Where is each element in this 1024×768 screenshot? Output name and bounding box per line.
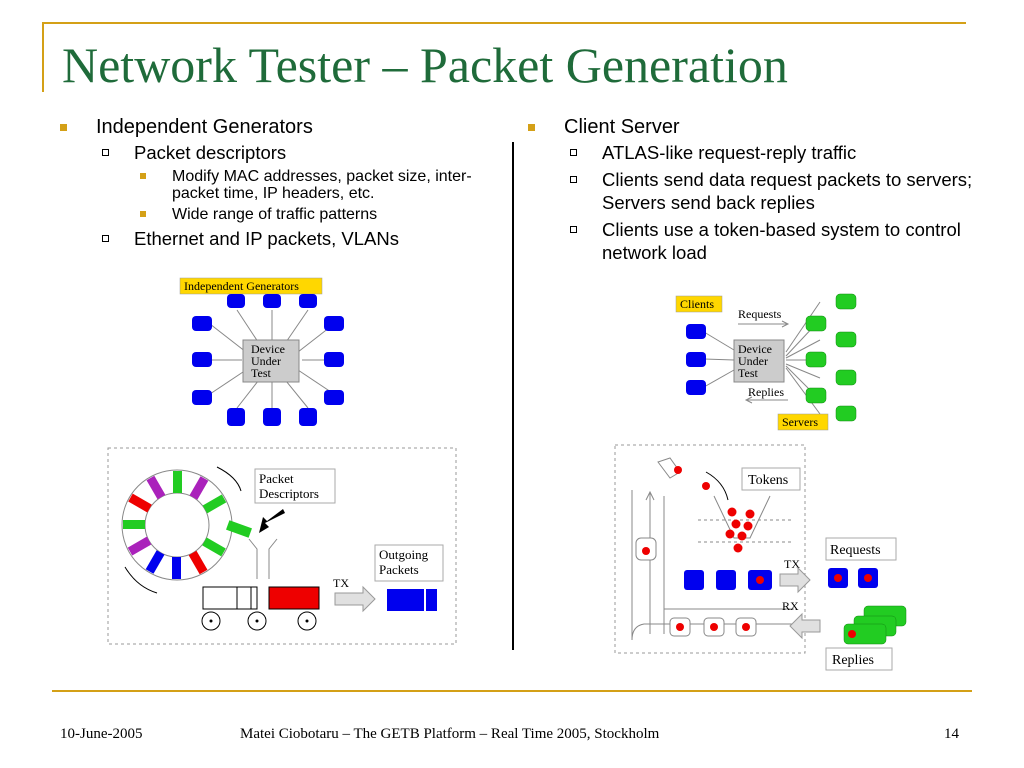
requests-label: Requests (738, 307, 782, 321)
footer-date: 10-June-2005 (60, 726, 143, 742)
tokens-label: Tokens (748, 473, 788, 488)
bullet-text: ATLAS-like request-reply traffic (602, 142, 857, 163)
bullet-square-icon (140, 173, 146, 179)
bullet-square-icon (528, 124, 535, 131)
generator-nodes (192, 294, 344, 426)
diagram-token-system: Tokens TX Requests RX Replies (614, 444, 907, 671)
pd-label-1: Packet (259, 471, 294, 486)
bullet-text: Independent Generators (96, 116, 313, 138)
bullet-ethernet-ip: Ethernet and IP packets, VLANs (96, 227, 500, 250)
bullet-text: Ethernet and IP packets, VLANs (134, 228, 399, 249)
tokens-label-box (741, 467, 801, 491)
pd-label-2: Descriptors (259, 486, 319, 501)
wheel-inner (144, 492, 210, 558)
tok-tx-arrow (779, 566, 811, 594)
slide-title: Network Tester – Packet Generation (62, 37, 788, 93)
insert-arrow-icon (259, 509, 285, 533)
descriptor-slots (123, 471, 227, 579)
tok-replies-label: Replies (832, 653, 874, 668)
token-dashed-frame (614, 444, 806, 654)
token-dots (725, 507, 755, 553)
rotation-arrow-bottom (124, 566, 158, 594)
right-column: Client Server ATLAS-like request-reply t… (528, 116, 978, 268)
tok-tx-label: TX (784, 557, 800, 571)
bullet-hollow-square-icon (570, 176, 577, 183)
bullet-independent-generators: Independent Generators Packet descriptor… (60, 116, 500, 250)
bullet-hollow-square-icon (570, 149, 577, 156)
dut-box (242, 339, 300, 383)
incoming-replies (843, 605, 907, 645)
bullet-square-icon (140, 211, 146, 217)
frame-accent-vertical (42, 22, 44, 92)
dut-line-1: Device (251, 342, 285, 356)
bullet-token-system: Clients use a token-based system to cont… (564, 218, 978, 264)
servers-label: Servers (782, 415, 818, 429)
tok-rx-label: RX (782, 599, 799, 613)
bullet-hollow-square-icon (102, 235, 109, 242)
ig-label: Independent Generators (184, 279, 299, 293)
return-token-slots (669, 617, 757, 637)
cs-dut-box (733, 339, 785, 383)
outgoing-label-1: Outgoing (379, 547, 429, 562)
outgoing-packet (387, 589, 437, 611)
bullet-hollow-square-icon (102, 149, 109, 156)
dashed-frame (107, 447, 457, 645)
tok-replies-box (825, 647, 893, 671)
bullet-text: Clients send data request packets to ser… (602, 169, 973, 213)
descriptor-slot-out (226, 520, 252, 538)
bullet-square-icon (60, 124, 67, 131)
cs-dut-line-1: Device (738, 342, 772, 356)
cs-dut-line-3: Test (738, 366, 758, 380)
column-divider (512, 142, 514, 650)
bullet-traffic-patterns: Wide range of traffic patterns (134, 206, 500, 223)
server-nodes (805, 293, 857, 422)
pd-label-box (254, 468, 336, 504)
servers-label-box (777, 413, 829, 431)
bullet-text: Wide range of traffic patterns (172, 206, 378, 223)
label-box (179, 277, 323, 295)
footer-rule (52, 690, 972, 692)
clients-label: Clients (680, 297, 714, 311)
bullet-text: Clients use a token-based system to cont… (602, 219, 961, 263)
left-column: Independent Generators Packet descriptor… (60, 116, 500, 254)
dut-line-2: Under (251, 354, 281, 368)
bullet-client-server: Client Server ATLAS-like request-reply t… (528, 116, 978, 264)
rotation-arrow-top (216, 466, 242, 492)
truck-red (268, 586, 320, 610)
diagram-client-server: Clients Requests Replies Device Under Te… (675, 293, 857, 431)
bullet-text: Client Server (564, 116, 680, 138)
bullet-text: Modify MAC addresses, packet size, inter… (172, 168, 472, 202)
outgoing-label-box (374, 544, 444, 582)
request-packets (684, 570, 772, 590)
tok-requests-box (825, 537, 897, 561)
footer-center: Matei Ciobotaru – The GETB Platform – Re… (240, 726, 660, 742)
token-flow-arrow (705, 471, 729, 501)
bullet-packet-descriptors: Packet descriptors Modify MAC addresses,… (96, 141, 500, 223)
bullet-atlas-like: ATLAS-like request-reply traffic (564, 141, 978, 164)
cs-dut-line-2: Under (738, 354, 768, 368)
tx-label: TX (333, 576, 349, 590)
funnel-left (248, 538, 258, 579)
bullet-text: Packet descriptors (134, 142, 287, 163)
tok-rx-arrow (789, 612, 821, 640)
footer-page-number: 14 (944, 726, 959, 742)
diagram-packet-descriptors: Packet Descriptors TX Outgoing Packets (107, 447, 457, 645)
clients-label-box (675, 295, 723, 313)
bullet-clients-send: Clients send data request packets to ser… (564, 168, 978, 214)
outgoing-label-2: Packets (379, 562, 419, 577)
outgoing-requests (828, 568, 878, 588)
dut-line-3: Test (251, 366, 271, 380)
bullet-hollow-square-icon (570, 226, 577, 233)
frame-accent-horizontal (42, 22, 966, 24)
replies-label: Replies (748, 385, 784, 399)
funnel-right (268, 538, 278, 579)
client-nodes (686, 324, 706, 395)
tx-arrow (334, 585, 376, 613)
bullet-modify-mac: Modify MAC addresses, packet size, inter… (134, 168, 500, 202)
diagram-independent-generators: Independent Generators Device Under Test (179, 277, 344, 426)
tok-requests-label: Requests (830, 543, 881, 558)
truck-white-cab (236, 586, 252, 610)
